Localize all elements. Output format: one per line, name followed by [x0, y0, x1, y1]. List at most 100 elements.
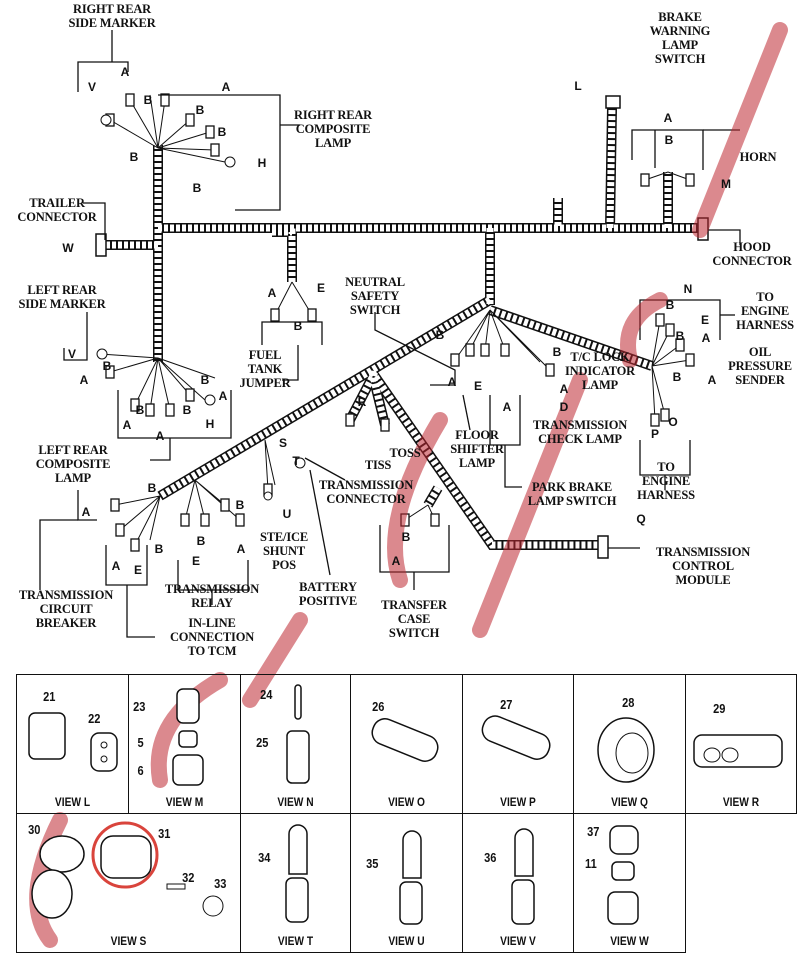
- callout-letter: B: [196, 534, 206, 548]
- callout-letter: B: [192, 181, 202, 195]
- connector-s-icon: [31, 835, 224, 919]
- label-tc-lock-indicator-lamp: T/C LOCK INDICATOR LAMP: [565, 350, 635, 392]
- callout-letter: Q: [636, 512, 646, 526]
- callout-letter: B: [182, 403, 192, 417]
- part-number: 37: [587, 824, 600, 839]
- view-label: VIEW Q: [611, 795, 648, 809]
- connector-p-icon: [481, 715, 551, 760]
- ring-terminal-v-icon: [511, 828, 535, 925]
- view-label: VIEW N: [277, 795, 314, 809]
- callout-letter: A: [701, 331, 711, 345]
- callout-letter: M: [721, 177, 731, 191]
- callout-letter: B: [552, 345, 562, 359]
- ring-terminal-t-icon: [285, 824, 309, 923]
- callout-letter: E: [473, 379, 483, 393]
- connector-q-icon: [597, 717, 655, 783]
- callout-letter: A: [663, 111, 673, 125]
- part-number: 22: [88, 711, 101, 726]
- part-number: 30: [28, 822, 41, 837]
- label-transmission-relay: TRANSMISSION RELAY: [164, 582, 260, 610]
- harness-trunks: [100, 107, 705, 550]
- view-label: VIEW T: [277, 934, 314, 948]
- connector-o-icon: [371, 718, 439, 762]
- view-label: VIEW O: [388, 795, 425, 809]
- label-floor-shifter-lamp: FLOOR SHIFTER LAMP: [450, 428, 504, 470]
- wire-fans: [99, 94, 691, 546]
- callout-letter: B: [135, 403, 145, 417]
- callout-letter: B: [102, 359, 112, 373]
- part-number: 33: [214, 876, 227, 891]
- callout-letter: E: [700, 313, 710, 327]
- terminal-n-icon: [286, 684, 310, 784]
- callout-letter: A: [236, 542, 246, 556]
- part-number: 31: [158, 826, 171, 841]
- callout-letter: A: [267, 286, 277, 300]
- label-toss: TOSS: [389, 446, 421, 460]
- view-q-cell: 28 VIEW Q: [573, 674, 686, 814]
- callout-letter: B: [147, 481, 157, 495]
- callout-letter: B: [435, 328, 445, 342]
- label-in-line-connection-to-tcm: IN-LINE CONNECTION TO TCM: [169, 616, 255, 658]
- part-number: 35: [366, 856, 379, 871]
- callout-letter: H: [205, 417, 215, 431]
- view-s-cell: 30 31 32 33 VIEW S: [16, 813, 241, 953]
- connector-r-icon: [693, 734, 783, 768]
- label-horn: HORN: [739, 150, 777, 164]
- part-number: 27: [500, 697, 513, 712]
- callout-letter: A: [122, 418, 132, 432]
- label-trailer-connector: TRAILER CONNECTOR: [17, 196, 97, 224]
- callout-letter: B: [217, 125, 227, 139]
- part-number: 36: [484, 850, 497, 865]
- connector-w-icon: [607, 825, 639, 925]
- view-label: VIEW S: [110, 934, 147, 948]
- highlight-circle: [91, 821, 159, 889]
- view-label: VIEW P: [500, 795, 536, 809]
- callout-letter: A: [79, 373, 89, 387]
- view-u-cell: 35 VIEW U: [350, 813, 463, 953]
- callout-letter: B: [675, 329, 685, 343]
- callout-letter: V: [67, 347, 77, 361]
- callout-letter: A: [502, 400, 512, 414]
- view-label: VIEW V: [500, 934, 536, 948]
- label-to-engine-harness-top: TO ENGINE HARNESS: [736, 290, 794, 332]
- label-ste-ice-shunt-pos: STE/ICE SHUNT POS: [260, 530, 308, 572]
- view-m-cell: 23 5 6 VIEW M: [128, 674, 241, 814]
- callout-letter: L: [574, 79, 582, 93]
- callout-letter: B: [129, 150, 139, 164]
- connector-l-icon: [28, 712, 118, 772]
- callout-letter: U: [282, 507, 292, 521]
- callout-letter: A: [447, 375, 457, 389]
- part-number: 5: [137, 735, 144, 750]
- part-number: 6: [137, 763, 144, 778]
- view-label: VIEW R: [722, 795, 760, 809]
- view-v-cell: 36 VIEW V: [462, 813, 574, 953]
- callout-letter: P: [650, 427, 660, 441]
- callout-letter: A: [559, 382, 569, 396]
- callout-letter: H: [257, 156, 267, 170]
- view-n-cell: 24 25 VIEW N: [240, 674, 351, 814]
- label-left-rear-side-marker: LEFT REAR SIDE MARKER: [18, 283, 106, 311]
- bracket-lines: [39, 30, 741, 638]
- callout-letter: B: [664, 133, 674, 147]
- callout-letter: B: [672, 370, 682, 384]
- callout-letter: N: [683, 282, 693, 296]
- view-o-cell: 26 VIEW O: [350, 674, 463, 814]
- callout-letter: A: [111, 559, 121, 573]
- label-transmission-connector: TRANSMISSION CONNECTOR: [318, 478, 414, 506]
- callout-letter: B: [293, 319, 303, 333]
- label-to-engine-harness-bottom: TO ENGINE HARNESS: [637, 460, 695, 502]
- callout-letter: A: [81, 505, 91, 519]
- part-number: 29: [713, 701, 726, 716]
- connector-plugs: [96, 93, 695, 552]
- callout-letter: B: [195, 103, 205, 117]
- label-oil-pressure-sender: OIL PRESSURE SENDER: [728, 345, 792, 387]
- label-battery-positive: BATTERY POSITIVE: [298, 580, 358, 608]
- label-left-rear-composite-lamp: LEFT REAR COMPOSITE LAMP: [35, 443, 111, 485]
- view-w-cell: 37 11 VIEW W: [573, 813, 686, 953]
- callout-letter: S: [278, 436, 288, 450]
- callout-letter: T: [292, 454, 300, 468]
- callout-letter: B: [235, 498, 245, 512]
- callout-letter: W: [62, 241, 74, 255]
- label-park-brake-lamp-switch: PARK BRAKE LAMP SWITCH: [527, 480, 617, 508]
